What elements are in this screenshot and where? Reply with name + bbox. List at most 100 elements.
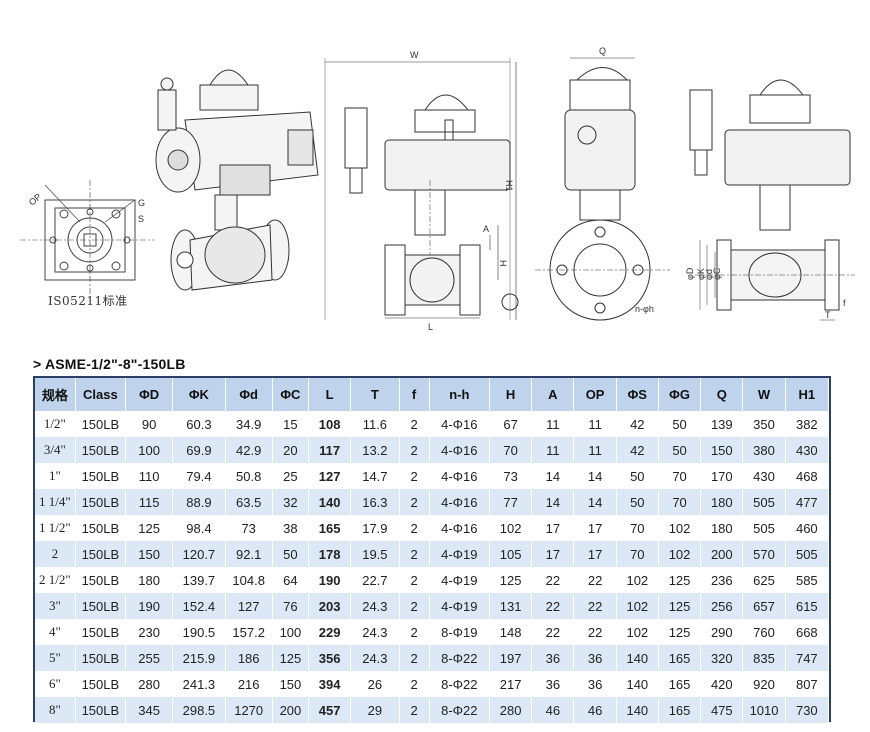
table-cell: 25	[272, 463, 310, 489]
dim-h1: H1	[504, 180, 514, 192]
table-cell: 102	[616, 619, 659, 645]
table-cell: 60.3	[172, 411, 226, 437]
section-title: > ASME-1/2"-8"-150LB	[33, 356, 186, 372]
table-cell: 200	[272, 697, 310, 723]
table-cell: 17	[573, 541, 617, 567]
technical-drawings: OP G S IS05211标准	[0, 0, 870, 350]
table-cell: 625	[742, 567, 786, 593]
table-cell: 70	[616, 541, 659, 567]
table-cell: 1010	[742, 697, 786, 723]
table-cell: 131	[489, 593, 533, 619]
column-header: ΦD	[125, 378, 174, 411]
table-cell: 140	[616, 671, 659, 697]
table-cell: 150LB	[75, 437, 127, 463]
table-cell: 920	[742, 671, 786, 697]
table-cell: 4-Φ16	[429, 515, 491, 541]
table-cell: 140	[308, 489, 352, 515]
table-cell: 150LB	[75, 671, 127, 697]
column-header: Class	[75, 378, 127, 411]
table-cell: 150LB	[75, 645, 127, 671]
table-cell: 36	[573, 671, 617, 697]
table-cell: 17	[573, 515, 617, 541]
table-cell: 165	[658, 697, 702, 723]
table-cell: 104.8	[225, 567, 273, 593]
table-cell: 216	[225, 671, 273, 697]
dim-phi-d-small: φd	[704, 269, 714, 280]
table-cell: 17	[531, 515, 575, 541]
table-cell: 150LB	[75, 619, 127, 645]
table-cell: 8-Φ19	[429, 619, 491, 645]
table-cell: 77	[489, 489, 533, 515]
table-cell: 34.9	[225, 411, 273, 437]
table-cell: 22.7	[350, 567, 400, 593]
table-cell: 1 1/2"	[35, 515, 76, 541]
table-cell: 36	[573, 645, 617, 671]
table-cell: 4"	[35, 619, 76, 645]
table-cell: 730	[785, 697, 830, 723]
dim-q: Q	[599, 46, 606, 56]
table-cell: 14	[573, 463, 617, 489]
table-cell: 22	[531, 593, 575, 619]
table-cell: 148	[489, 619, 533, 645]
table-cell: 15	[272, 411, 310, 437]
table-cell: 2	[399, 463, 430, 489]
valve-front-dimension-drawing: W H1 H A L	[324, 50, 519, 332]
table-cell: 4-Φ16	[429, 437, 491, 463]
table-cell: 150	[272, 671, 310, 697]
table-cell: 98.4	[172, 515, 226, 541]
iso-dim-op: OP	[27, 192, 43, 208]
table-cell: 345	[125, 697, 174, 723]
table-cell: 73	[489, 463, 533, 489]
table-cell: 63.5	[225, 489, 273, 515]
dim-h: H	[498, 260, 508, 267]
table-cell: 17	[531, 541, 575, 567]
table-cell: 152.4	[172, 593, 226, 619]
table-cell: 17.9	[350, 515, 400, 541]
column-header: ΦG	[658, 378, 702, 411]
table-cell: 38	[272, 515, 310, 541]
table-cell: 8-Φ22	[429, 697, 491, 723]
iso-standard-label: IS05211标准	[48, 294, 128, 308]
table-cell: 24.3	[350, 645, 400, 671]
table-cell: 570	[742, 541, 786, 567]
table-cell: 70	[658, 489, 702, 515]
column-header: f	[399, 378, 430, 411]
table-cell: 457	[308, 697, 352, 723]
dim-a: A	[483, 224, 489, 234]
table-cell: 835	[742, 645, 786, 671]
table-cell: 186	[225, 645, 273, 671]
table-cell: 807	[785, 671, 830, 697]
table-cell: 150LB	[75, 489, 127, 515]
table-cell: 468	[785, 463, 830, 489]
table-cell: 76	[272, 593, 310, 619]
table-cell: 2	[399, 411, 430, 437]
table-cell: 36	[531, 645, 575, 671]
table-cell: 236	[700, 567, 744, 593]
table-cell: 150LB	[75, 463, 127, 489]
table-cell: 50.8	[225, 463, 273, 489]
table-cell: 115	[125, 489, 174, 515]
table-cell: 180	[700, 515, 744, 541]
table-cell: 22	[531, 567, 575, 593]
table-cell: 42	[616, 437, 659, 463]
table-cell: 215.9	[172, 645, 226, 671]
table-cell: 170	[700, 463, 744, 489]
table-cell: 505	[785, 541, 830, 567]
table-cell: 4-Φ16	[429, 411, 491, 437]
table-cell: 460	[785, 515, 830, 541]
table-cell: 11	[531, 437, 575, 463]
table-cell: 4-Φ16	[429, 463, 491, 489]
table-cell: 20	[272, 437, 310, 463]
iso-dim-s: S	[138, 214, 144, 224]
table-cell: 150LB	[75, 697, 127, 723]
table-cell: 102	[489, 515, 533, 541]
table-cell: 380	[742, 437, 786, 463]
